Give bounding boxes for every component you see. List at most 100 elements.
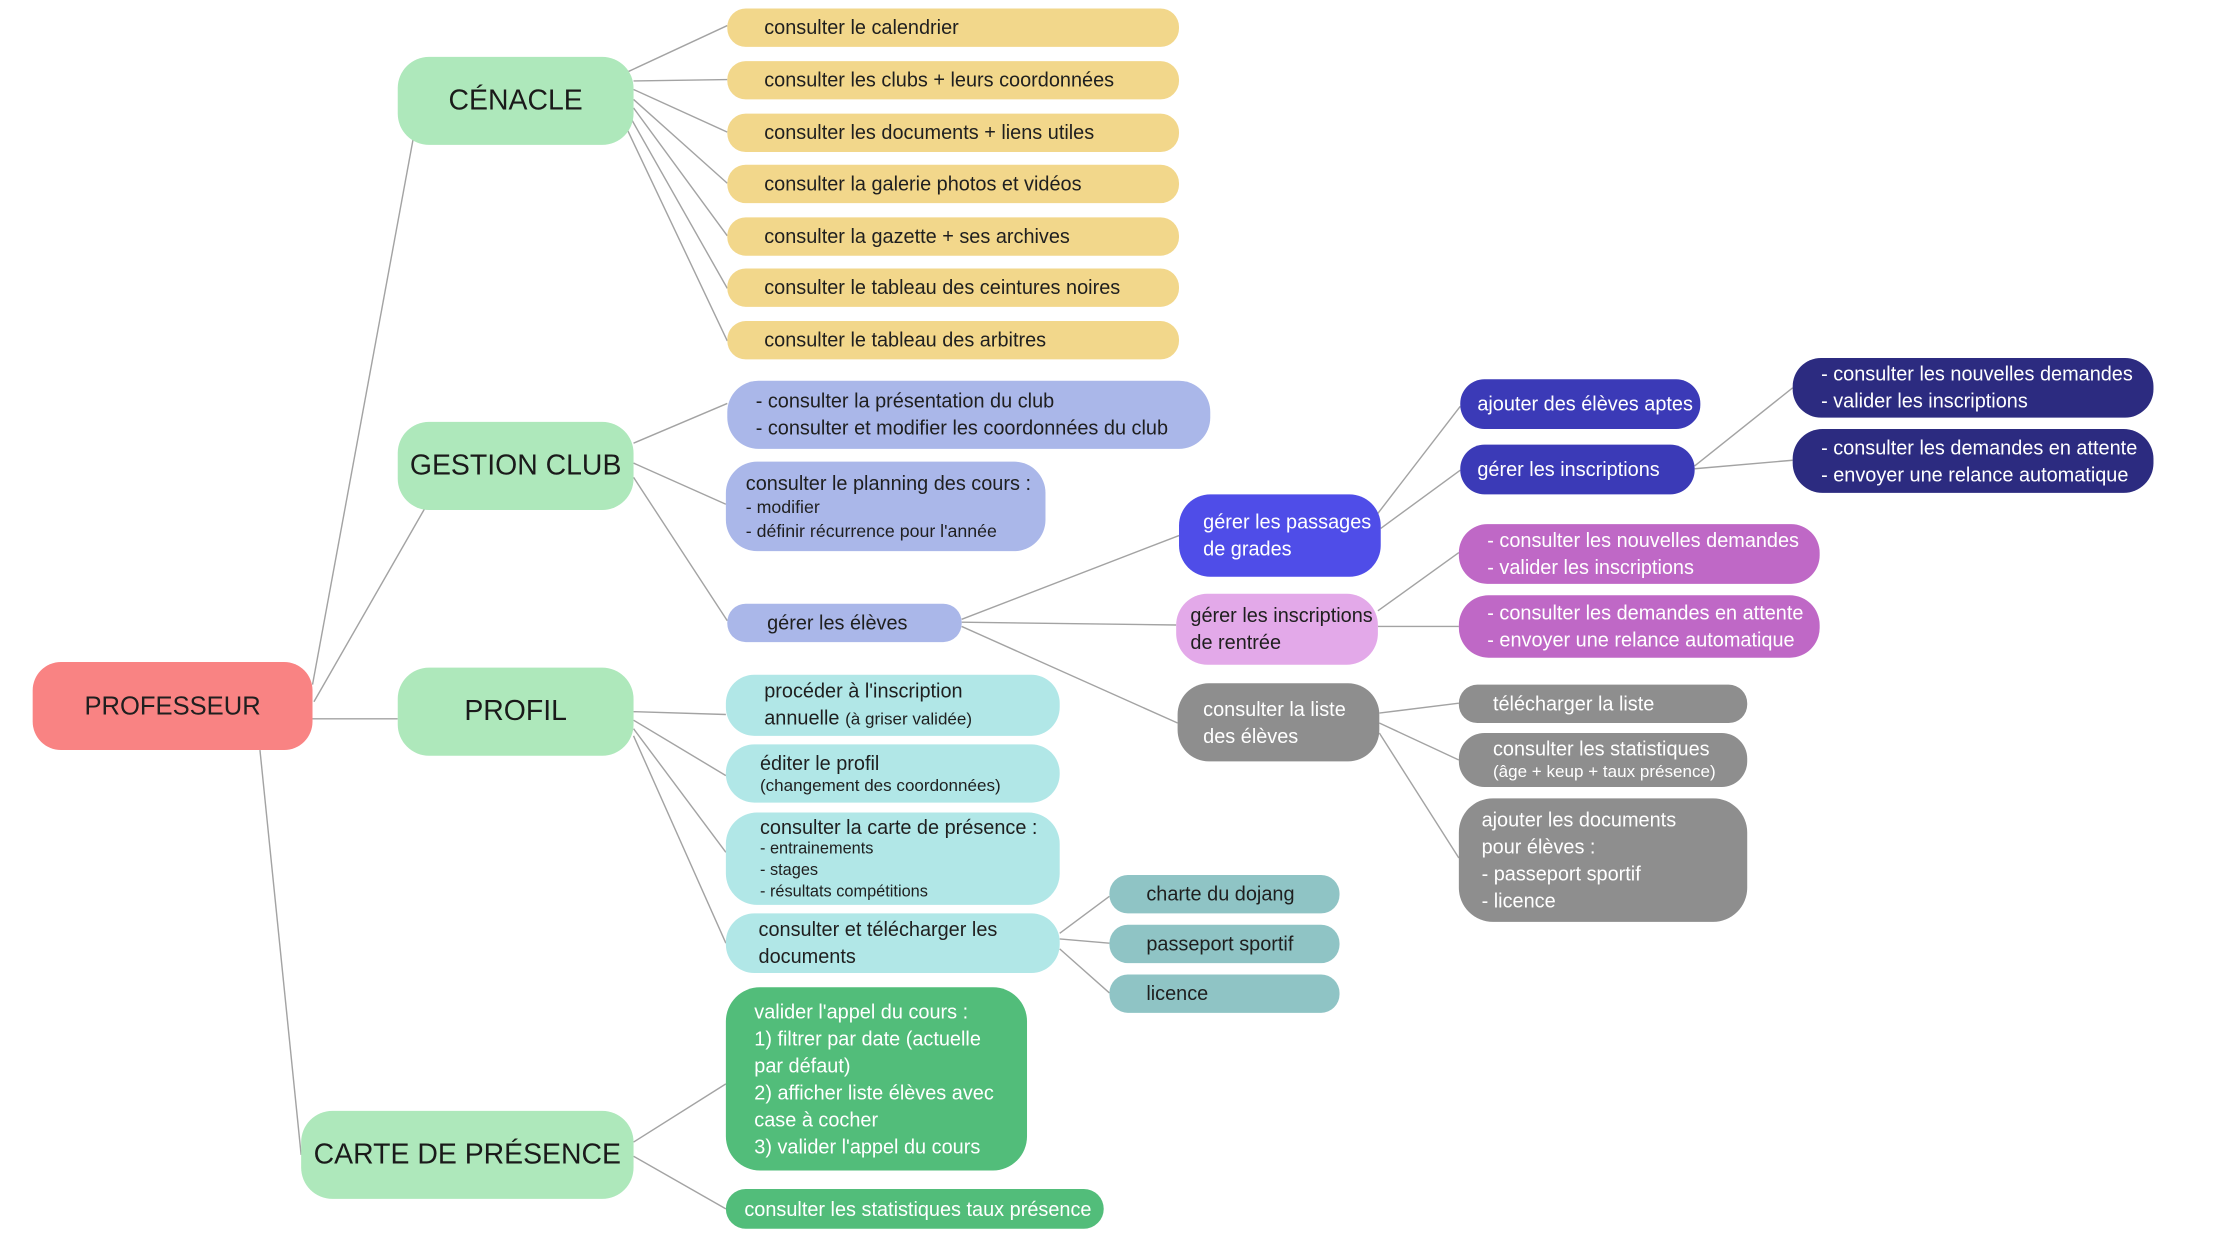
inscriptions-rentree-node: gérer les inscriptions de rentrée bbox=[1176, 593, 1378, 665]
connector-cenacle-item bbox=[633, 78, 728, 82]
node-text: - consulter et modifier les coordonnées … bbox=[755, 416, 1169, 439]
valider-appel-node: valider l'appel du cours : 1) filtrer pa… bbox=[725, 987, 1028, 1171]
passages-grades-node: gérer les passages de grades bbox=[1179, 494, 1381, 577]
connector-cenacle-item bbox=[633, 88, 728, 133]
liste-eleves-node: consulter la liste des élèves bbox=[1177, 683, 1380, 762]
cenacle-item-ceintures-noires: consulter le tableau des ceintures noire… bbox=[727, 268, 1180, 307]
profil-inscription-node: procéder à l'inscription annuelle(à gris… bbox=[725, 674, 1060, 736]
connector-gestion-planning bbox=[633, 462, 727, 505]
node-text: 1) filtrer par date (actuelle bbox=[754, 1026, 981, 1050]
connector-liste-statistiques bbox=[1379, 722, 1460, 761]
root-label: PROFESSEUR bbox=[84, 691, 261, 721]
node-text: consulter la gazette + ses archives bbox=[764, 224, 1070, 248]
node-text: consulter et télécharger les bbox=[758, 917, 998, 941]
node-text: télécharger la liste bbox=[1492, 691, 1655, 715]
node-subitem: - résultats compétitions bbox=[759, 883, 928, 901]
node-text: - consulter les nouvelles demandes bbox=[1487, 528, 1800, 552]
node-text: - consulter la présentation du club bbox=[755, 389, 1055, 412]
gestion-presentation-node: - consulter la présentation du club - co… bbox=[727, 380, 1211, 449]
node-title: éditer le profil bbox=[759, 751, 880, 775]
connector-passages-ajouter bbox=[1374, 405, 1461, 518]
telecharger-liste-node: télécharger la liste bbox=[1458, 684, 1748, 724]
cenacle-item-galerie: consulter la galerie photos et vidéos bbox=[727, 164, 1180, 204]
connector-inscriptions-attente bbox=[1694, 459, 1793, 470]
connector-profil-inscription bbox=[633, 710, 726, 716]
node-text: - valider les inscriptions bbox=[1487, 555, 1694, 579]
cenacle-item-gazette: consulter la gazette + ses archives bbox=[727, 217, 1180, 256]
node-text: valider l'appel du cours : bbox=[754, 999, 969, 1023]
connector-cenacle-item bbox=[633, 98, 728, 184]
document-charte-dojang: charte du dojang bbox=[1109, 875, 1340, 914]
connector-root-gestion-club bbox=[313, 508, 426, 703]
node-text: passeport sportif bbox=[1146, 931, 1294, 955]
node-text: charte du dojang bbox=[1146, 882, 1295, 905]
statistiques-presence-node: consulter les statistiques taux présence bbox=[725, 1188, 1104, 1229]
node-title: consulter les statistiques bbox=[1492, 737, 1710, 760]
node-text: de grades bbox=[1203, 536, 1292, 560]
cenacle-item-arbitres: consulter le tableau des arbitres bbox=[727, 321, 1180, 360]
node-text: 3) valider l'appel du cours bbox=[754, 1134, 981, 1157]
node-note: (à griser validée) bbox=[845, 708, 973, 729]
node-text: ajouter des élèves aptes bbox=[1477, 392, 1693, 415]
node-text: - licence bbox=[1481, 888, 1556, 912]
gestion-eleves-node: gérer les élèves bbox=[727, 603, 962, 643]
connector-documents-licence bbox=[1059, 948, 1110, 994]
node-text: gérer les passages bbox=[1203, 509, 1372, 533]
node-text: consulter les statistiques taux présence bbox=[744, 1196, 1092, 1220]
node-text: - consulter les demandes en attente bbox=[1487, 600, 1804, 624]
node-text: ajouter les documents bbox=[1481, 807, 1677, 831]
connector-profil-documents bbox=[632, 735, 727, 944]
node-subitem: - définir récurrence pour l'année bbox=[745, 520, 997, 541]
node-text: consulter le tableau des arbitres bbox=[764, 328, 1047, 351]
connector-liste-documents bbox=[1378, 732, 1460, 859]
profil-documents-node: consulter et télécharger les documents bbox=[725, 913, 1060, 974]
connector-eleves-passages bbox=[961, 534, 1180, 621]
node-text: - valider les inscriptions bbox=[1821, 389, 2028, 412]
connector-carte-appel bbox=[633, 1083, 727, 1143]
node-text: gérer les inscriptions bbox=[1190, 603, 1373, 627]
node-subitem: - modifier bbox=[745, 496, 820, 517]
rentree-demandes-attente-node: - consulter les demandes en attente - en… bbox=[1458, 595, 1820, 658]
connector-root-carte-presence bbox=[259, 749, 302, 1155]
node-text: consulter la liste bbox=[1203, 696, 1346, 720]
consulter-statistiques-node: consulter les statistiques (âge + keup +… bbox=[1458, 732, 1748, 787]
node-text: gérer les inscriptions bbox=[1477, 457, 1660, 481]
gestion-planning-node: consulter le planning des cours : - modi… bbox=[725, 461, 1046, 552]
node-title: consulter le planning des cours : bbox=[745, 470, 1031, 494]
connector-liste-telecharger bbox=[1379, 702, 1459, 714]
branch-label: GESTION CLUB bbox=[409, 450, 622, 482]
connector-cenacle-item bbox=[632, 107, 728, 237]
document-passeport-sportif: passeport sportif bbox=[1109, 924, 1340, 964]
node-text: - consulter les nouvelles demandes bbox=[1821, 362, 2133, 385]
profil-editer-node: éditer le profil (changement des coordon… bbox=[725, 744, 1060, 803]
branch-carte-presence: CARTE DE PRÉSENCE bbox=[301, 1110, 634, 1199]
node-text: - envoyer une relance automatique bbox=[1821, 462, 2129, 486]
node-text: consulter les clubs + leurs coordonnées bbox=[764, 68, 1115, 91]
node-text: des élèves bbox=[1203, 723, 1299, 747]
node-text: documents bbox=[758, 944, 856, 968]
node-title: consulter la carte de présence : bbox=[759, 815, 1038, 839]
cenacle-item-documents: consulter les documents + liens utiles bbox=[727, 113, 1180, 152]
node-text: - passeport sportif bbox=[1481, 861, 1641, 885]
connector-profil-editer bbox=[633, 719, 727, 777]
connector-gestion-eleves bbox=[632, 476, 728, 622]
node-text: gérer les élèves bbox=[767, 610, 908, 634]
node-text: annuelle bbox=[764, 705, 840, 729]
node-text: consulter les documents + liens utiles bbox=[764, 120, 1095, 144]
rentree-nouvelles-demandes-node: - consulter les nouvelles demandes - val… bbox=[1458, 524, 1820, 584]
node-text: pour élèves : bbox=[1481, 834, 1596, 858]
profil-carte-presence-node: consulter la carte de présence : - entra… bbox=[725, 812, 1060, 905]
branch-gestion-club: GESTION CLUB bbox=[397, 421, 634, 510]
node-text: - envoyer une relance automatique bbox=[1487, 627, 1795, 651]
node-detail: (âge + keup + taux présence) bbox=[1492, 761, 1716, 782]
connector-rentree-nouvelles bbox=[1377, 551, 1460, 612]
connector-root-cenacle bbox=[311, 137, 415, 685]
node-subitem: - stages bbox=[759, 862, 819, 880]
connector-eleves-liste bbox=[961, 625, 1178, 724]
node-text: consulter la galerie photos et vidéos bbox=[764, 171, 1082, 195]
branch-profil: PROFIL bbox=[397, 667, 634, 756]
root-node-professeur: PROFESSEUR bbox=[32, 661, 313, 751]
node-text: licence bbox=[1146, 981, 1209, 1005]
node-text: consulter le tableau des ceintures noire… bbox=[764, 275, 1121, 299]
